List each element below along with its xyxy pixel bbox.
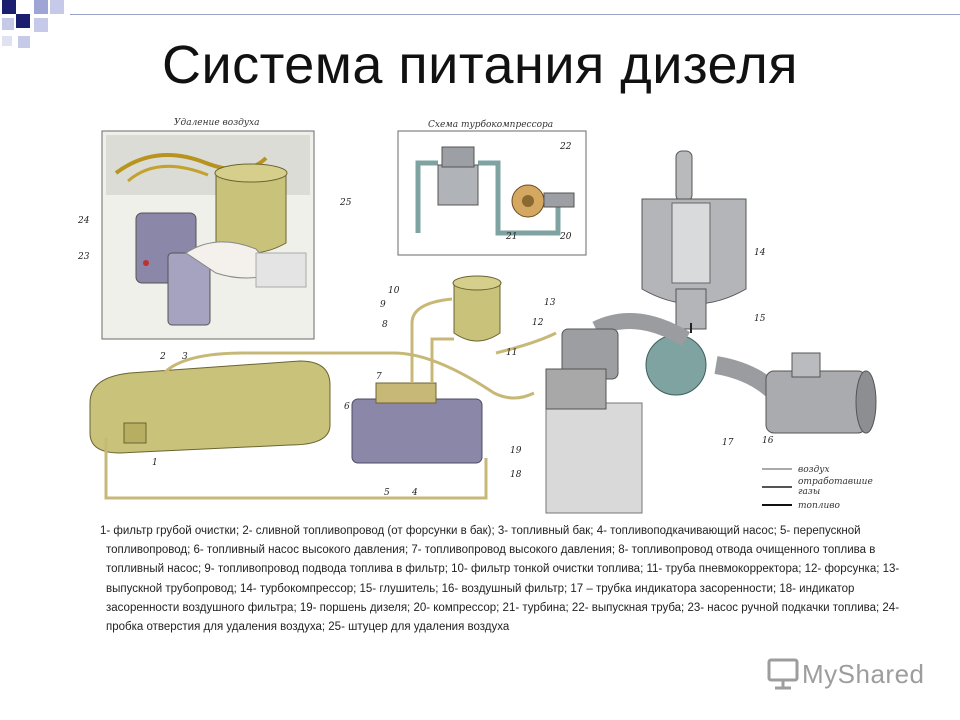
caption-text: 1- фильтр грубой очистки; 2- сливной топ… <box>100 525 900 634</box>
fuel-tank <box>89 360 331 454</box>
high-pressure-pump <box>351 382 483 464</box>
fuel-pipes <box>104 297 557 500</box>
callout-11: 11 <box>506 348 517 358</box>
callout-5: 5 <box>384 488 390 498</box>
callout-10: 10 <box>388 286 400 296</box>
callout-6: 6 <box>344 402 350 412</box>
legend-exhaust-1: отработавшие <box>798 476 873 487</box>
callout-9: 9 <box>380 300 386 310</box>
callout-2: 2 <box>159 352 166 362</box>
fine-filter <box>452 275 502 342</box>
myshared-logo: MyShared <box>766 658 925 690</box>
callout-18: 18 <box>510 470 522 480</box>
callout-22: 22 <box>559 142 572 152</box>
diesel-fuel-system-diagram: Удаление воздуха Схема турбокомпрессора <box>77 118 877 514</box>
turbo-scheme-inset: Схема турбокомпрессора <box>397 119 587 256</box>
callout-25: 25 <box>339 198 352 208</box>
air-removal-inset: Удаление воздуха <box>101 118 315 340</box>
header-rule <box>70 14 960 15</box>
silencer <box>765 352 877 434</box>
legend-exhaust-2: газы <box>798 487 820 497</box>
inset-left-title: Удаление воздуха <box>174 118 259 128</box>
slide-title: Система питания дизеля <box>161 35 799 95</box>
callout-7: 7 <box>376 372 382 382</box>
engine-block <box>545 328 643 514</box>
callout-4: 4 <box>411 488 418 498</box>
callout-12: 12 <box>532 318 544 328</box>
callout-8: 8 <box>382 320 388 330</box>
callout-3: 3 <box>182 352 188 362</box>
callout-20: 20 <box>559 232 572 242</box>
legend-air: воздух <box>798 465 830 475</box>
callout-numbers: 1 2 3 4 5 6 7 8 9 10 11 12 13 14 15 16 1… <box>77 142 774 498</box>
callout-23: 23 <box>77 252 90 262</box>
legend-fuel: топливо <box>798 501 841 511</box>
callout-21: 21 <box>505 232 517 242</box>
callout-14: 14 <box>754 248 766 258</box>
corner-decoration <box>2 0 64 48</box>
callout-13: 13 <box>544 298 556 308</box>
air-filter-tower <box>641 150 747 333</box>
callout-24: 24 <box>77 216 90 226</box>
callout-15: 15 <box>754 314 766 324</box>
callout-16: 16 <box>762 436 774 446</box>
callout-17: 17 <box>722 438 734 448</box>
inset-right-title: Схема турбокомпрессора <box>428 119 553 130</box>
figure-caption: 1- фильтр грубой очистки; 2- сливной топ… <box>100 522 920 637</box>
callout-19: 19 <box>510 446 522 456</box>
presentation-icon <box>767 658 799 690</box>
logo-text: MyShared <box>802 658 925 689</box>
callout-1: 1 <box>152 458 158 468</box>
legend: воздух отработавшие газы топливо <box>762 465 873 511</box>
